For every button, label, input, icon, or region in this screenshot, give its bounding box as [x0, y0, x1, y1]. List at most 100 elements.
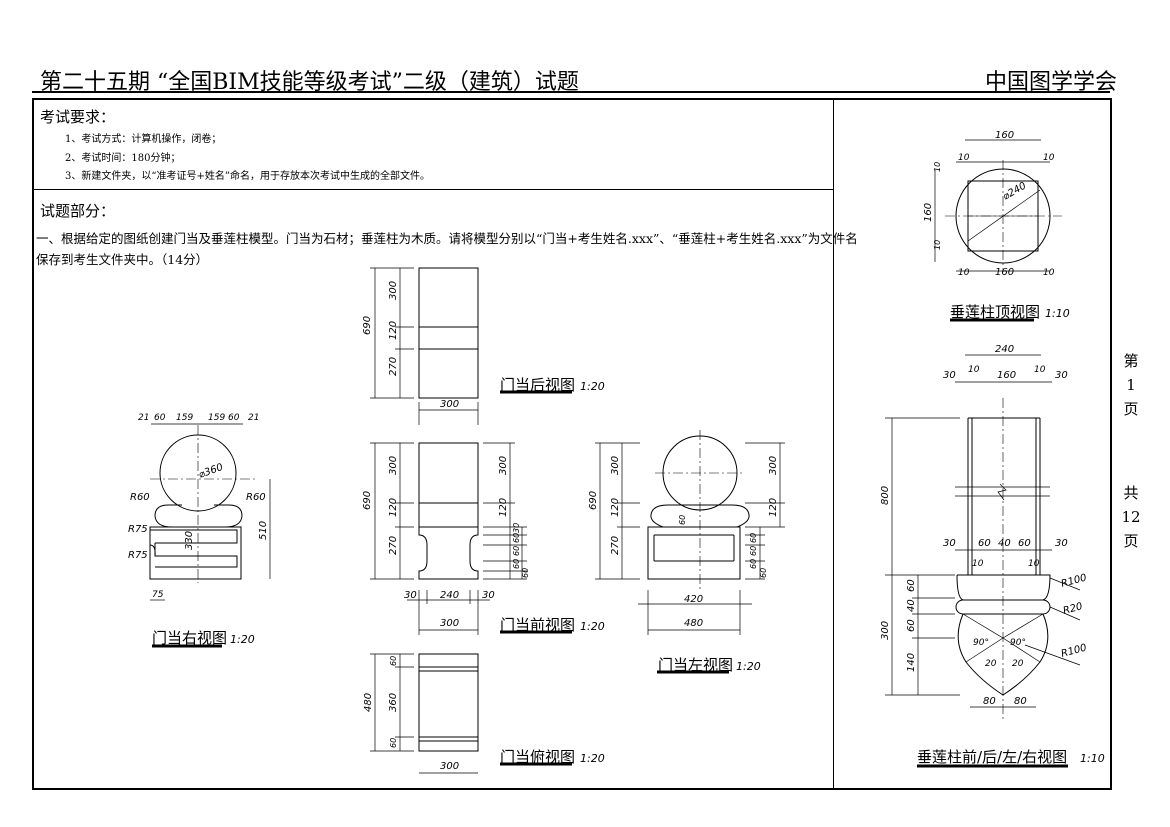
left-view — [595, 430, 785, 635]
dimension-label: 20 — [1012, 659, 1024, 669]
dimension-label: 10 — [933, 162, 942, 172]
page-label: 页 — [1123, 400, 1139, 418]
dimension-label: 60 — [512, 533, 521, 543]
dimension-label: R60 — [130, 492, 150, 503]
dimension-label: 120 — [388, 498, 399, 517]
page-total-number: 12 — [1121, 508, 1141, 526]
back-view — [370, 267, 479, 425]
dimension-label: 30 — [943, 538, 956, 549]
panel-divider — [833, 98, 834, 788]
dimension-label: 160 — [923, 203, 934, 222]
page-label: 第 — [1123, 352, 1139, 370]
dimension-label: 10 — [1043, 268, 1055, 278]
dimension-label: R60 — [246, 492, 266, 503]
dimension-label: 690 — [362, 316, 373, 335]
dimension-label: 60 — [678, 515, 687, 525]
dimension-label: 120 — [388, 321, 399, 340]
dimension-label: 160 — [997, 370, 1016, 381]
dimension-label: 80 — [983, 696, 996, 707]
dimension-label: 60 — [512, 559, 521, 569]
dimension-label: 30 — [943, 370, 956, 381]
right-view — [149, 423, 271, 601]
view-scale: 1:20 — [736, 660, 761, 673]
dimension-label: ⌀360 — [197, 462, 224, 481]
column-front-view — [885, 354, 1081, 720]
dimension-label: 480 — [684, 618, 703, 629]
dimension-label: 60 — [389, 738, 398, 748]
view-title: 门当俯视图 — [500, 748, 575, 766]
exam-title: 第二十五期 “全国BIM技能等级考试”二级（建筑）试题 — [40, 70, 579, 95]
dimension-label: 159 — [208, 413, 225, 423]
dimension-label: 10 — [1034, 365, 1046, 375]
dimension-label: 480 — [363, 693, 374, 712]
dimension-label: 240 — [995, 344, 1014, 355]
dimension-label: 60 — [521, 568, 530, 578]
dimension-label: 10 — [933, 240, 942, 250]
dimension-label: 30 — [1055, 538, 1068, 549]
dimension-label: 420 — [684, 594, 703, 605]
top-view — [370, 653, 479, 774]
dimension-label: R100 — [1060, 643, 1088, 660]
dimension-label: 159 — [176, 413, 193, 423]
view-title: 门当右视图 — [152, 629, 227, 647]
dimension-label: 300 — [440, 618, 459, 629]
dimension-label: R20 — [1062, 601, 1084, 617]
dimension-label: 120 — [610, 498, 621, 517]
organization-name: 中国图学学会 — [985, 70, 1118, 95]
requirement-item: 3、新建文件夹，以“准考证号+姓名”命名，用于存放本次考试中生成的全部文件。 — [65, 171, 430, 182]
dimension-label: 10 — [958, 153, 970, 163]
dimension-label: 120 — [768, 498, 779, 517]
header-rule — [32, 91, 1110, 93]
dimension-label: 270 — [388, 357, 399, 376]
requirement-item: 1、考试方式：计算机操作，闭卷； — [65, 134, 222, 145]
front-view — [370, 442, 527, 635]
dimension-label: 60 — [749, 546, 758, 556]
dimension-label: 40 — [998, 538, 1011, 549]
dimension-label: 60 — [512, 546, 521, 556]
dimension-label: ⌀240 — [1001, 181, 1028, 203]
view-scale: 1:20 — [580, 380, 605, 393]
view-title: 门当前视图 — [500, 616, 575, 634]
dimension-label: 10 — [972, 559, 984, 569]
question-text: 保存到考生文件夹中。（14分） — [36, 252, 209, 267]
dimension-label: 270 — [610, 536, 621, 555]
view-title: 垂莲柱前/后/左/右视图 — [917, 748, 1067, 766]
dimension-label: 270 — [388, 536, 399, 555]
requirement-item: 2、考试时间：180分钟； — [65, 153, 181, 164]
dimension-label: 300 — [388, 281, 399, 300]
dimension-label: 510 — [258, 521, 269, 540]
dimension-label: R75 — [128, 524, 148, 535]
dimension-label: 10 — [1043, 153, 1055, 163]
dimension-label: 30 — [404, 590, 417, 601]
dimension-label: 60 — [228, 413, 240, 423]
dimension-label: 160 — [995, 267, 1014, 278]
dimension-label: 60 — [749, 559, 758, 569]
dimension-label: 800 — [880, 486, 891, 505]
dimension-label: 10 — [1028, 559, 1040, 569]
dimension-label: 330 — [184, 531, 195, 550]
page-label: 共 — [1123, 484, 1139, 502]
dimension-label: 60 — [749, 533, 758, 543]
dimension-label: 90° — [1010, 638, 1026, 648]
view-scale: 1:20 — [580, 752, 605, 765]
questions-heading: 试题部分： — [40, 202, 116, 220]
dimension-label: 60 — [154, 413, 166, 423]
title-underlines — [152, 318, 1068, 768]
dimension-label: 60 — [906, 619, 917, 632]
dimension-label: 10 — [958, 268, 970, 278]
dimension-label: 300 — [610, 456, 621, 475]
page-total: 共 12 页 — [1121, 481, 1141, 553]
view-scale: 1:10 — [1080, 752, 1105, 765]
dimension-label: 21 — [138, 413, 149, 423]
dimension-label: 300 — [388, 456, 399, 475]
dimension-label: 360 — [388, 693, 399, 712]
dimension-label: 30 — [512, 523, 521, 533]
dimension-label: 60 — [1018, 538, 1031, 549]
dimension-label: 60 — [978, 538, 991, 549]
dimension-label: 120 — [498, 498, 509, 517]
page-label: 页 — [1123, 532, 1139, 550]
dimension-label: R75 — [128, 550, 148, 561]
page-number: 1 — [1126, 376, 1136, 394]
section-divider — [32, 189, 833, 190]
